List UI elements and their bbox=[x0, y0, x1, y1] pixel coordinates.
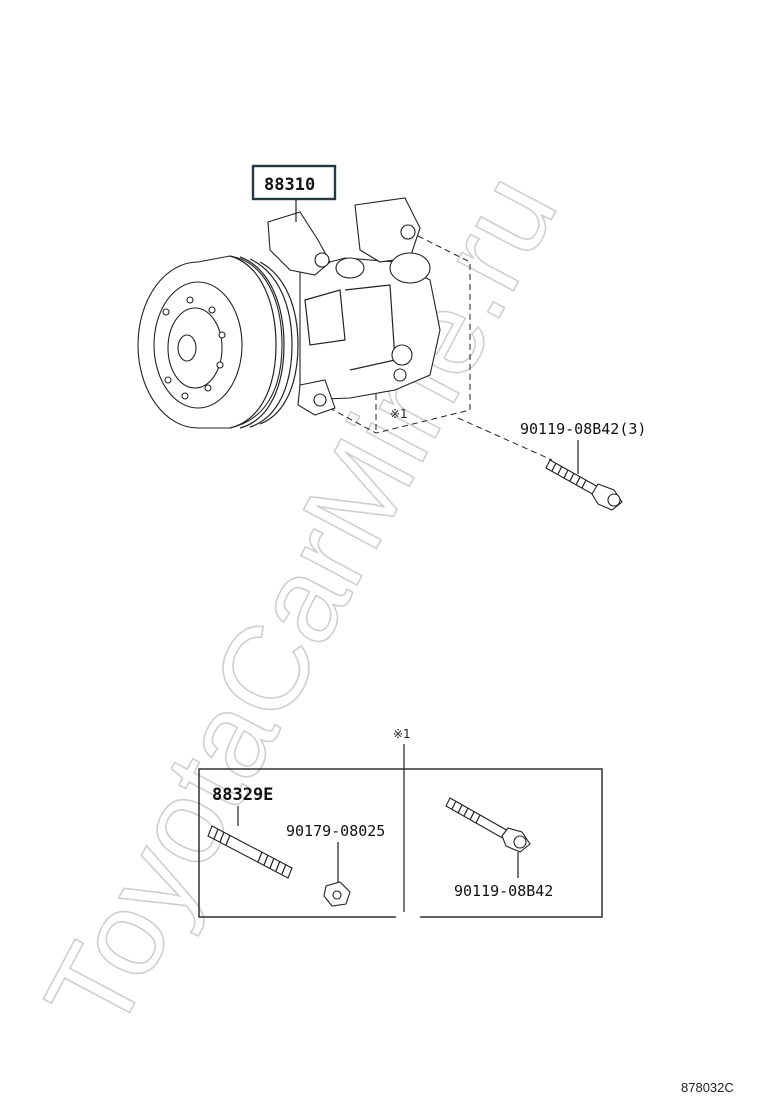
nut-part-number[interactable]: 90179-08025 bbox=[286, 822, 385, 840]
bolt-upper-illustration[interactable] bbox=[545, 459, 623, 511]
bolt-leader-dashed bbox=[457, 417, 553, 461]
divider-gap bbox=[396, 912, 420, 922]
compressor-part-number[interactable]: 88310 bbox=[264, 175, 315, 195]
hub-bolt-holes bbox=[162, 296, 226, 400]
stud-part-number[interactable]: 88329E bbox=[212, 785, 273, 805]
diagram-code: 878032C bbox=[681, 1080, 734, 1095]
lower-boss bbox=[391, 344, 413, 366]
suction-port bbox=[335, 257, 365, 279]
hub-nut bbox=[177, 334, 197, 362]
discharge-port bbox=[389, 252, 431, 284]
stud-illustration[interactable] bbox=[207, 825, 293, 879]
nut-illustration[interactable] bbox=[323, 881, 351, 907]
bolt-lower-illustration[interactable] bbox=[445, 797, 531, 853]
ac-compressor-illustration[interactable] bbox=[137, 197, 471, 434]
note-mark-upper: ※1 bbox=[390, 407, 408, 421]
mounting-outline-dashed bbox=[323, 235, 471, 434]
bolt-lower-part-number[interactable]: 90119-08B42 bbox=[454, 882, 553, 900]
note-mark-box: ※1 bbox=[393, 727, 411, 741]
bolt-upper-part-number[interactable]: 90119-08B42(3) bbox=[520, 420, 646, 438]
compressor-callout-box bbox=[251, 164, 337, 201]
